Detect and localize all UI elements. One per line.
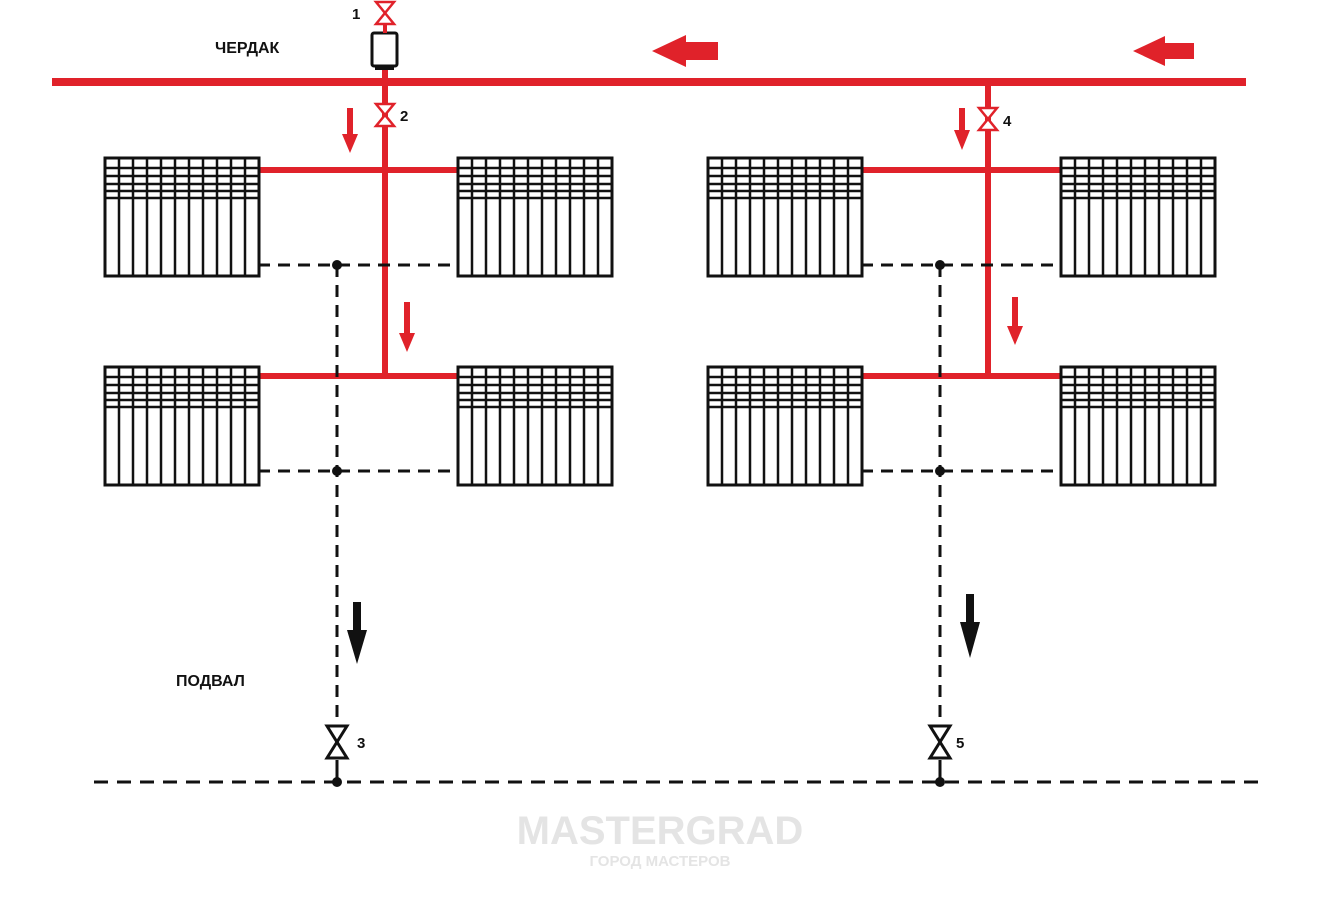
- valve-1: [373, 0, 397, 26]
- return-riser-right: [861, 260, 1063, 787]
- watermark-brand: MASTERGRAD: [517, 809, 804, 853]
- return-arrow-down-icon: [347, 602, 367, 664]
- radiator-left-lower-left: [103, 365, 261, 487]
- flow-arrow-left-icon: [652, 35, 718, 67]
- valve-1-label: 1: [352, 6, 360, 23]
- valve-3-label: 3: [357, 735, 365, 752]
- return-riser-left: [258, 260, 460, 787]
- basement-label: ПОДВАЛ: [176, 673, 245, 690]
- flow-arrow-left-icon: [1133, 36, 1194, 66]
- radiator-right-lower-left: [706, 365, 864, 487]
- radiator-right-upper-right: [1059, 156, 1217, 278]
- radiator-right-lower-right: [1059, 365, 1217, 487]
- radiator-left-lower-right: [456, 365, 614, 487]
- attic-label: ЧЕРДАК: [215, 40, 280, 57]
- flow-arrow-down-icon: [342, 108, 358, 153]
- supply-riser-left: [258, 70, 460, 379]
- flow-arrow-down-icon: [399, 302, 415, 352]
- valve-2: [373, 102, 397, 128]
- valve-4: [976, 106, 1000, 132]
- radiator-right-upper-left: [706, 156, 864, 278]
- valve-5-label: 5: [956, 735, 964, 752]
- radiator-left-upper-right: [456, 156, 614, 278]
- radiator-left-upper-left: [103, 156, 261, 278]
- valve-2-label: 2: [400, 108, 408, 125]
- flow-arrow-down-icon: [954, 108, 970, 150]
- flow-arrow-down-icon: [1007, 297, 1023, 345]
- valve-4-label: 4: [1003, 113, 1012, 130]
- valve-3: [324, 724, 350, 760]
- valve-5: [927, 724, 953, 760]
- watermark-tagline: ГОРОД МАСТЕРОВ: [590, 853, 731, 870]
- return-arrow-down-icon: [960, 594, 980, 658]
- air-vent-device: [370, 18, 399, 70]
